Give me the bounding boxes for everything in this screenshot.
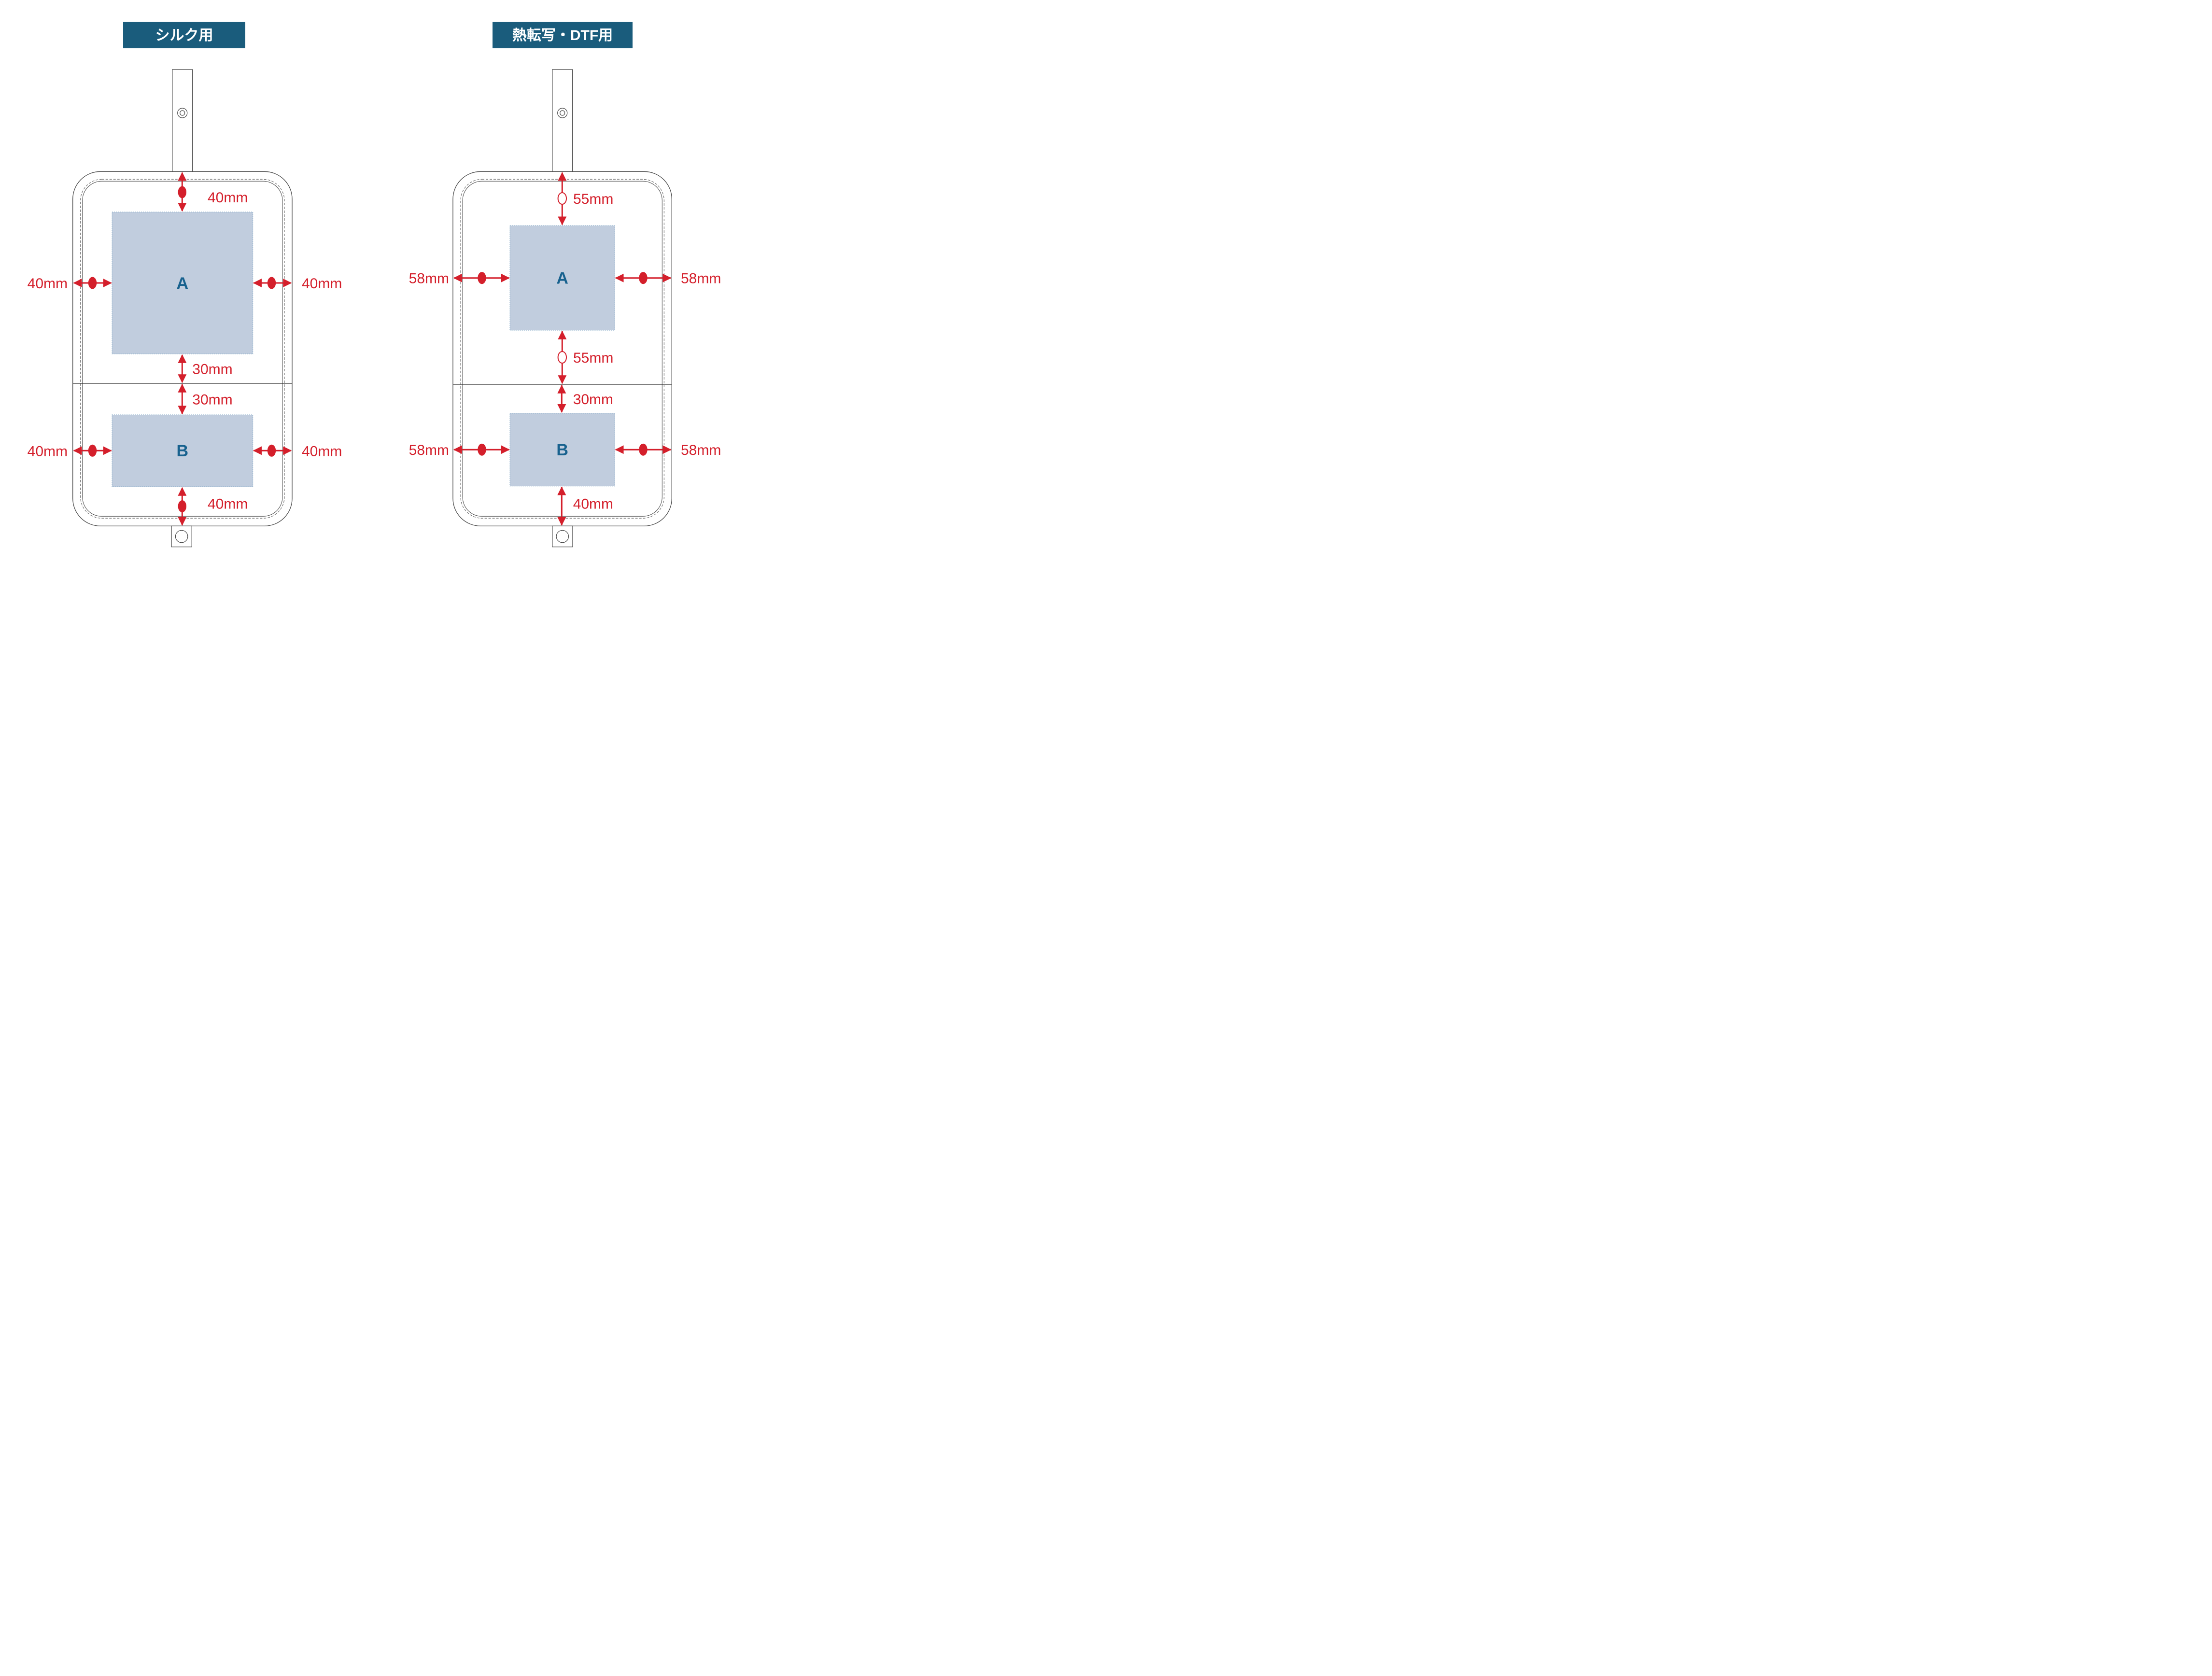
silk-dim-label-a-right: 40mm <box>302 276 342 292</box>
dtf-area-b-label: B <box>556 441 568 459</box>
silk-title: シルク用 <box>155 28 213 43</box>
silk-dim-label-bottom: 40mm <box>208 496 248 512</box>
dtf-dim-dot-a-right <box>639 272 648 284</box>
silk-area-b-label: B <box>177 442 189 460</box>
silk-dim-dot-b-left <box>88 444 97 457</box>
diagram-svg: シルク用 A B 40mm 40mm 40mm 30mm 30mm <box>28 22 721 548</box>
silk-dim-label-b-top: 30mm <box>192 392 232 408</box>
dtf-dim-label-b-left: 58mm <box>409 442 449 458</box>
silk-dim-label-top: 40mm <box>208 190 248 206</box>
silk-dim-dot-top <box>178 186 186 198</box>
silk-dim-dot-a-left <box>88 277 97 289</box>
dtf-dim-dot-b-right <box>639 443 648 456</box>
dtf-bottom-tab-hole <box>556 530 569 543</box>
dtf-print-area-a <box>509 225 615 331</box>
silk-dim-dot-a-right <box>267 277 276 289</box>
silk-bottom-tab-hole <box>175 530 188 543</box>
dtf-dim-label-top: 55mm <box>573 191 613 207</box>
dtf-dim-label-bottom: 40mm <box>573 496 613 512</box>
dtf-dim-circle-a-bottom <box>557 351 567 364</box>
dtf-print-area-b <box>509 413 615 487</box>
dtf-area-a-label: A <box>556 269 568 288</box>
print-spec-diagram: シルク用 A B 40mm 40mm 40mm 30mm 30mm <box>0 0 737 559</box>
dtf-dim-circle-top <box>557 192 567 205</box>
dtf-title-bar <box>493 22 633 48</box>
silk-print-area-a <box>112 211 254 354</box>
silk-dim-label-a-left: 40mm <box>28 276 68 292</box>
silk-dim-label-a-bottom: 30mm <box>192 362 232 378</box>
dtf-top-strap <box>552 69 573 172</box>
panel-dtf: 熱転写・DTF用 A B 55mm 58mm 58mm 55mm 30mm <box>409 22 721 548</box>
dtf-snap-button-inner <box>560 110 565 116</box>
silk-area-a-label: A <box>177 274 189 293</box>
dtf-dim-label-a-left: 58mm <box>409 271 449 287</box>
silk-title-bar <box>123 22 245 48</box>
dtf-dim-label-a-bottom: 55mm <box>573 350 613 366</box>
dtf-dim-dot-a-left <box>478 272 486 284</box>
silk-dim-label-b-right: 40mm <box>302 443 342 459</box>
dtf-dim-label-a-right: 58mm <box>681 271 721 287</box>
dtf-title: 熱転写・DTF用 <box>512 28 613 43</box>
silk-print-area-b <box>112 414 254 487</box>
dtf-dim-dot-b-left <box>478 443 486 456</box>
dtf-dim-label-b-top: 30mm <box>573 392 613 408</box>
dtf-dim-label-b-right: 58mm <box>681 442 721 458</box>
silk-snap-button-inner <box>180 110 185 116</box>
silk-top-strap <box>172 69 193 172</box>
silk-dim-dot-bottom <box>178 500 186 512</box>
silk-dim-label-b-left: 40mm <box>28 443 68 459</box>
panel-silk: シルク用 A B 40mm 40mm 40mm 30mm 30mm <box>28 22 342 548</box>
silk-bag-stitch-line <box>80 179 285 519</box>
silk-dim-dot-b-right <box>267 444 276 457</box>
